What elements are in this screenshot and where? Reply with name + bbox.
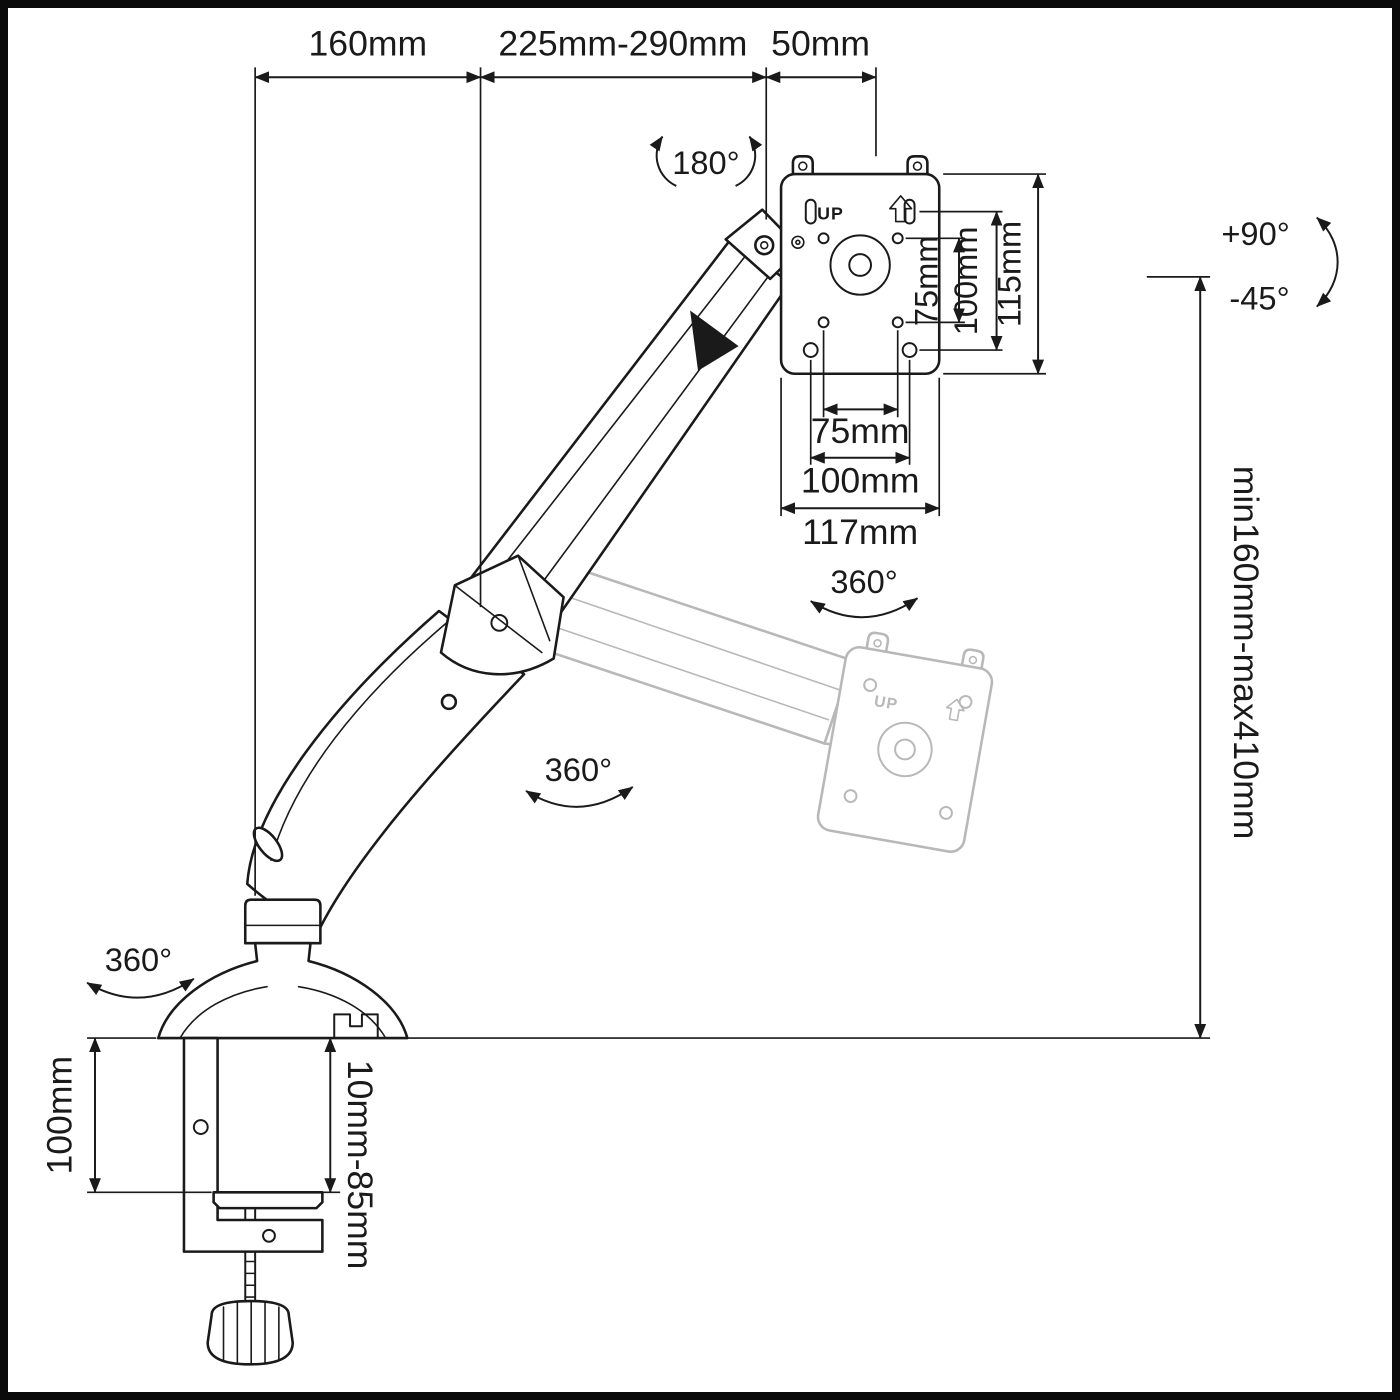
elbow-facet-line bbox=[517, 554, 551, 642]
upper-arm-facet bbox=[690, 310, 739, 371]
vesa-swivel-label: 360° bbox=[830, 563, 897, 600]
extension-line bbox=[822, 330, 899, 418]
desk-clamp bbox=[182, 1036, 324, 1366]
dim-label-vesa-v100: 100mm bbox=[947, 226, 984, 335]
vesa-hole-100 bbox=[901, 342, 918, 358]
dim-label-vesa-v115: 115mm bbox=[990, 221, 1027, 327]
dim-label-clamp-range: 10mm-85mm bbox=[340, 1060, 380, 1270]
elbow-pivot bbox=[490, 613, 509, 632]
tilt-down-label: -45° bbox=[1229, 280, 1289, 317]
ghost-vesa-hole bbox=[863, 678, 878, 693]
vesa-hole-75 bbox=[891, 316, 904, 329]
vesa-slot bbox=[804, 198, 817, 225]
dim-label-vesa-h117: 117mm bbox=[802, 512, 918, 552]
clamp-screw-threads bbox=[244, 1260, 256, 1298]
clamp-knob-ridges bbox=[222, 1301, 280, 1366]
clamp-pad bbox=[212, 1191, 324, 1210]
clamp-hole bbox=[192, 1119, 209, 1135]
rotate-arrow-icon bbox=[735, 135, 763, 187]
ghost-vesa-plate: UP bbox=[816, 631, 994, 853]
diagram-canvas: UP bbox=[39, 23, 1339, 1366]
dim-label-vesa-h100: 100mm bbox=[801, 460, 920, 500]
extension-line bbox=[809, 359, 911, 465]
dimension-annotations: 160mm 225mm-290mm 50mm 180° 75mm 100mm 1… bbox=[39, 23, 1339, 1270]
elbow-facet-line bbox=[454, 584, 543, 654]
vesa-hole-75 bbox=[891, 232, 904, 245]
head-pivot-center bbox=[760, 241, 769, 250]
ghost-up-arrow-icon bbox=[945, 698, 965, 722]
base-swivel-label: 360° bbox=[105, 941, 172, 978]
vesa-hub bbox=[829, 234, 891, 296]
dim-label-vesa-h75: 75mm bbox=[811, 411, 910, 451]
up-label: UP bbox=[817, 204, 844, 224]
swivel-arrow-icon bbox=[86, 977, 195, 999]
ghost-tab-hole bbox=[968, 655, 978, 665]
ghost-vesa-hole bbox=[843, 789, 858, 804]
ghost-vesa-hole bbox=[958, 694, 973, 709]
vesa-tab-hole bbox=[912, 161, 923, 171]
vesa-hole-100 bbox=[802, 342, 819, 358]
tension-screw-center bbox=[795, 239, 801, 246]
vesa-tab bbox=[791, 155, 814, 177]
clamp-knob bbox=[206, 1299, 294, 1366]
dim-label-height-range: min160mm-max410mm bbox=[1226, 466, 1266, 840]
ghost-vesa-plate-body bbox=[816, 645, 994, 853]
clamp-hole bbox=[262, 1228, 276, 1243]
upper-arm-line bbox=[474, 256, 746, 602]
tension-screw bbox=[791, 235, 805, 250]
vesa-plate: UP bbox=[779, 155, 941, 376]
dim-label-clamp-depth: 100mm bbox=[39, 1056, 79, 1175]
clamp-bracket bbox=[182, 1036, 324, 1253]
base-collar bbox=[243, 898, 322, 945]
rotate-arrow-icon bbox=[649, 135, 677, 187]
swivel-arrow-icon bbox=[810, 597, 919, 619]
tilt-arrow-icon bbox=[1316, 216, 1339, 308]
base-notch bbox=[333, 1013, 379, 1040]
clamp-screw-upper bbox=[244, 1207, 257, 1221]
vesa-tab bbox=[906, 155, 929, 177]
dim-label-225-290: 225mm-290mm bbox=[498, 23, 747, 63]
extension-line bbox=[919, 210, 1003, 351]
base-dome-contour bbox=[179, 985, 268, 1039]
dim-label-50: 50mm bbox=[771, 23, 870, 63]
extension-line bbox=[780, 377, 941, 517]
dim-label-vesa-v75: 75mm bbox=[907, 236, 944, 327]
lower-arm-contour bbox=[270, 620, 450, 861]
vesa-tab-hole bbox=[798, 161, 808, 171]
ghost-vesa-hub-hole bbox=[894, 738, 916, 761]
up-arrow-icon bbox=[889, 195, 913, 223]
extension-line bbox=[943, 173, 1046, 375]
vesa-slot bbox=[903, 198, 916, 225]
vesa-hole-75 bbox=[817, 232, 830, 245]
ghost-up-label: UP bbox=[873, 693, 900, 714]
base-dome-contour bbox=[297, 985, 387, 1039]
ghost-vesa-hole bbox=[939, 805, 953, 820]
swivel-arrow-icon bbox=[525, 786, 634, 808]
head-pivot bbox=[754, 235, 775, 256]
lower-arm-hole bbox=[440, 693, 458, 711]
ghost-tab-hole bbox=[873, 638, 882, 648]
vesa-hub-hole bbox=[848, 253, 873, 277]
arm-swivel-label: 360° bbox=[545, 751, 612, 788]
vesa-plate-body bbox=[779, 172, 941, 376]
ghost-vesa-hub bbox=[877, 721, 933, 778]
dim-label-160: 160mm bbox=[309, 23, 428, 63]
monitor-arm: UP bbox=[156, 155, 941, 1366]
head-rotate-label: 180° bbox=[672, 144, 739, 181]
base-dome bbox=[156, 941, 409, 1040]
vesa-hole-75 bbox=[817, 316, 830, 329]
tilt-up-label: +90° bbox=[1221, 215, 1289, 252]
ghost-arm-position: UP bbox=[482, 545, 994, 853]
